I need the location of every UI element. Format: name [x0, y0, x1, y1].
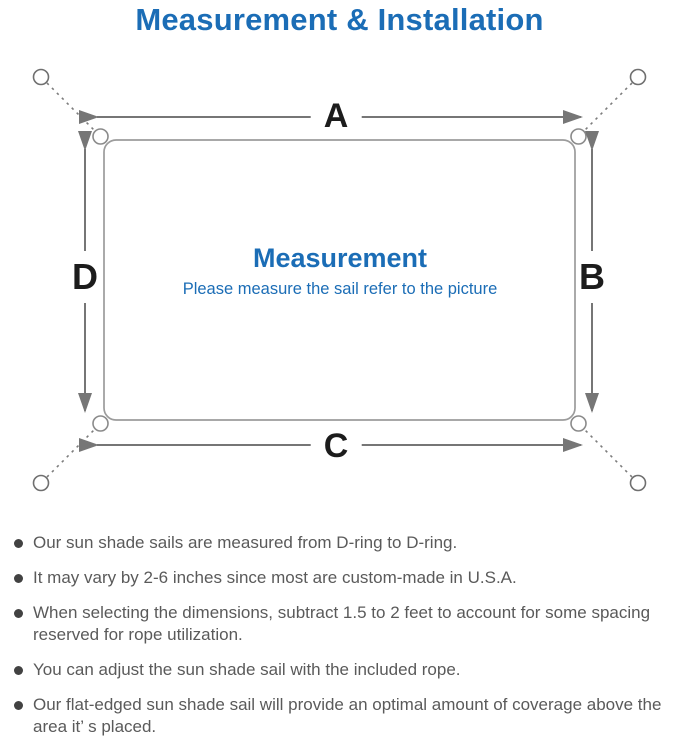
bullet-icon: [14, 574, 23, 583]
bullet-icon: [14, 666, 23, 675]
bullet-icon: [14, 539, 23, 548]
anchor-point-bottom-right: [629, 474, 647, 492]
note-item: Our flat-edged sun shade sail will provi…: [8, 694, 674, 738]
d-ring-icon-bottom-left: [92, 415, 109, 432]
dim-label-c: C: [310, 427, 362, 465]
diagram-graphics: [32, 68, 647, 492]
d-ring-icon-top-right: [570, 128, 587, 145]
d-ring-icon-top-left: [92, 128, 109, 145]
rope-dashed-line-bottom-left: [46, 425, 99, 478]
anchor-point-top-right: [629, 68, 647, 86]
note-text: You can adjust the sun shade sail with t…: [33, 660, 461, 679]
dim-label-b: B: [576, 251, 608, 303]
anchor-point-bottom-left: [32, 474, 50, 492]
bullet-icon: [14, 609, 23, 618]
note-text: Our flat-edged sun shade sail will provi…: [33, 695, 662, 736]
diagram-center-title: Measurement: [252, 243, 428, 273]
bullet-icon: [14, 701, 23, 710]
note-item: When selecting the dimensions, subtract …: [8, 602, 674, 646]
diagram-center-subtitle: Please measure the sail refer to the pic…: [182, 280, 498, 299]
rope-dashed-line-top-left: [46, 82, 99, 135]
diagram-center-text: Measurement Please measure the sail refe…: [183, 243, 498, 299]
sail-rectangle: [103, 139, 576, 421]
d-ring-icon-bottom-right: [570, 415, 587, 432]
note-item: Our sun shade sails are measured from D-…: [8, 532, 674, 554]
dim-label-a: A: [310, 97, 362, 135]
rope-dashed-line-top-right: [580, 82, 633, 135]
note-text: Our sun shade sails are measured from D-…: [33, 533, 458, 552]
note-item: It may vary by 2-6 inches since most are…: [8, 567, 674, 589]
note-text: It may vary by 2-6 inches since most are…: [33, 568, 517, 587]
note-item: You can adjust the sun shade sail with t…: [8, 659, 674, 681]
dim-label-d: D: [69, 251, 101, 303]
rope-dashed-line-bottom-right: [580, 425, 633, 478]
measurement-diagram: A B C D Measurement Please measure the s…: [32, 68, 647, 492]
page-title: Measurement & Installation: [135, 2, 544, 37]
anchor-point-top-left: [32, 68, 50, 86]
notes-list: Our sun shade sails are measured from D-…: [8, 527, 674, 739]
note-text: When selecting the dimensions, subtract …: [33, 603, 651, 644]
